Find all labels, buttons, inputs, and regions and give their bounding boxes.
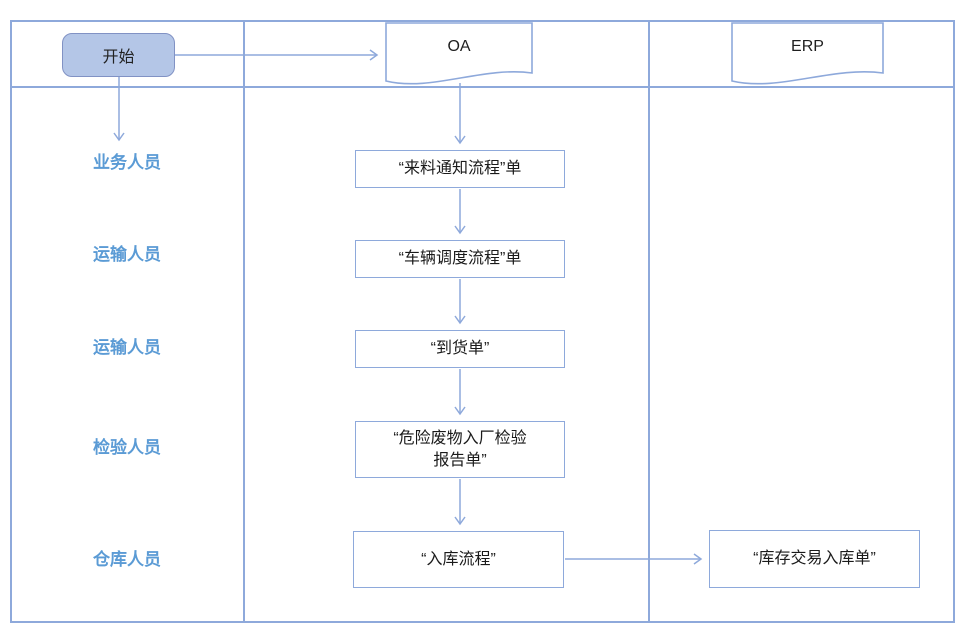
oa-label: OA xyxy=(447,38,471,55)
role-label-transport-2: 运输人员 xyxy=(93,338,161,357)
role-label-transport-1: 运输人员 xyxy=(93,245,161,264)
role-label-inspection: 检验人员 xyxy=(93,438,161,457)
erp-document-shape xyxy=(731,22,884,85)
erp-label: ERP xyxy=(791,38,824,55)
erp-document-node: ERP xyxy=(731,22,884,88)
lane-divider-right xyxy=(648,20,650,621)
process-node-incoming-notice: “来料通知流程”单 xyxy=(355,150,565,188)
process-node-warehousing-flow: “入库流程” xyxy=(353,531,564,588)
header-divider xyxy=(10,86,953,88)
lane-divider-left xyxy=(243,20,245,621)
process-node-arrival-note: “到货单” xyxy=(355,330,565,368)
start-node: 开始 xyxy=(62,33,175,77)
process-node-vehicle-dispatch: “车辆调度流程”单 xyxy=(355,240,565,278)
oa-document-shape xyxy=(385,22,533,85)
process-node-inventory-receipt: “库存交易入库单” xyxy=(709,530,920,588)
role-label-business: 业务人员 xyxy=(93,153,161,172)
role-label-warehouse: 仓库人员 xyxy=(93,550,161,569)
start-label: 开始 xyxy=(102,49,135,66)
oa-document-node: OA xyxy=(385,22,533,88)
process-node-inspection-report: “危险废物入厂检验 报告单” xyxy=(355,421,565,478)
swimlane-frame xyxy=(10,20,955,623)
